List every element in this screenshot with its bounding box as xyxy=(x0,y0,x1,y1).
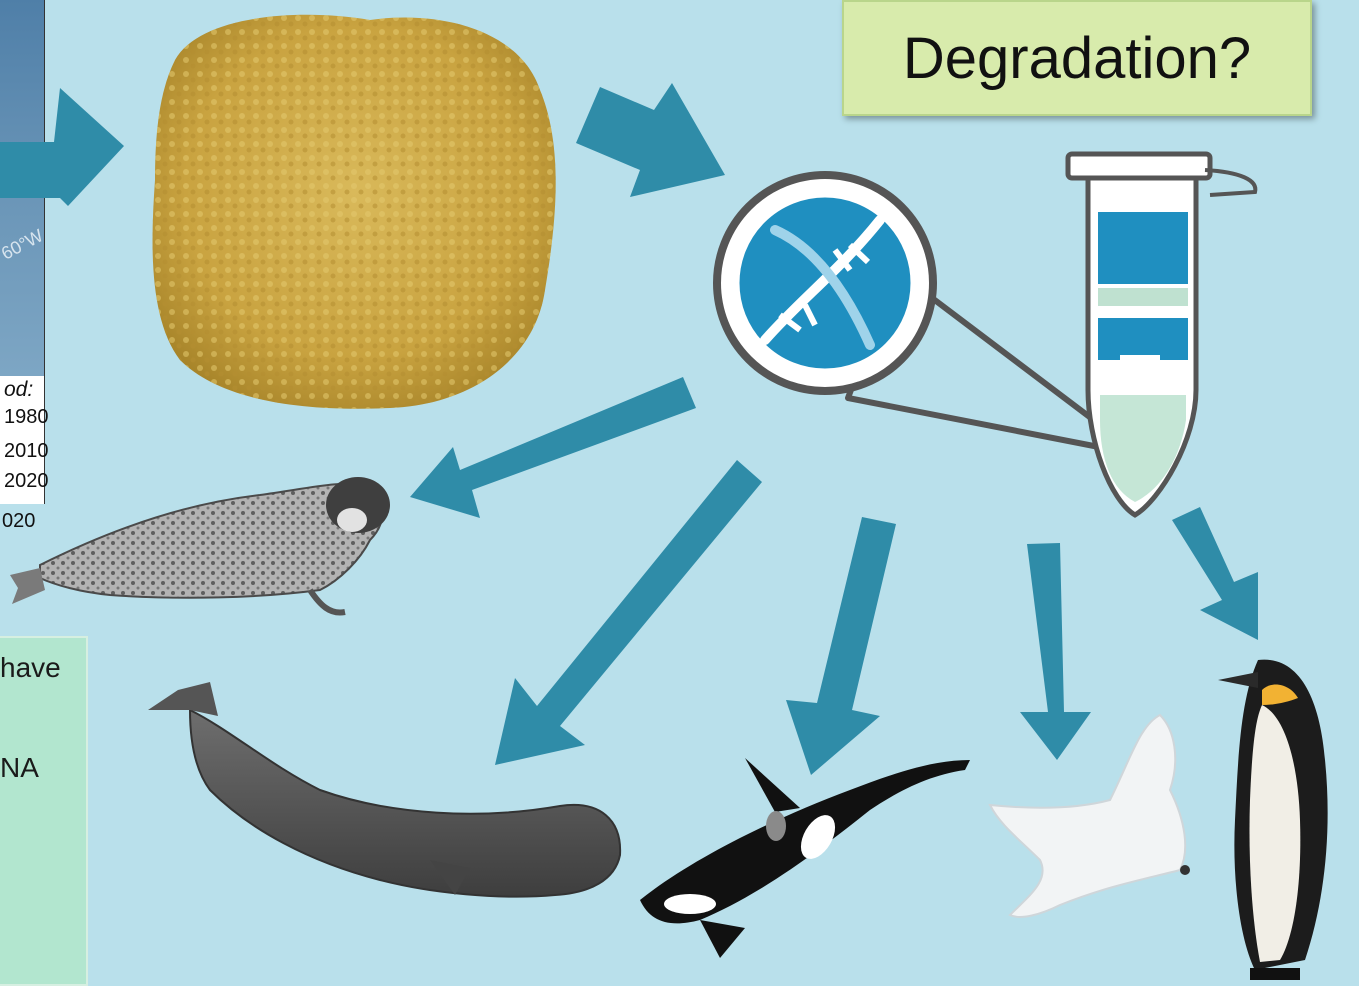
arrow-dna-to-petrel xyxy=(1020,543,1091,760)
arrow-tube-to-penguin xyxy=(1172,507,1258,640)
microtube-icon xyxy=(1068,154,1255,515)
snow-petrel-image xyxy=(990,715,1190,917)
arrow-dna-to-orca xyxy=(786,517,896,775)
arrow-sponge-to-dna xyxy=(576,83,725,197)
arrow-dna-to-seal xyxy=(410,377,696,518)
dna-badge xyxy=(717,175,1140,455)
arrow-dna-to-whale xyxy=(495,460,762,765)
arrow-map-to-sponge xyxy=(0,88,124,206)
sponge-image xyxy=(153,15,556,409)
seal-image xyxy=(10,477,390,613)
emperor-penguin-image xyxy=(1218,660,1328,980)
orca-image xyxy=(640,758,970,958)
